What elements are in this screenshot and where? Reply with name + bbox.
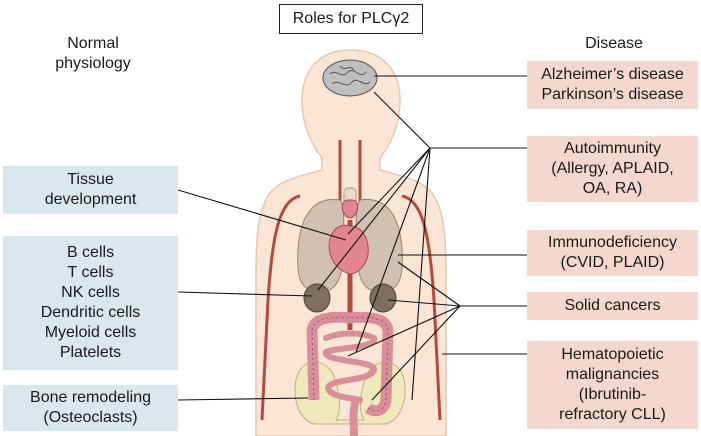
brain <box>322 59 378 97</box>
autoimmunity-box: Autoimmunity (Allergy, APLAID, OA, RA) <box>527 136 698 202</box>
left-kidney <box>303 283 331 313</box>
right-arm-vessel <box>401 194 442 421</box>
right-kidney <box>369 283 397 313</box>
fan-auto-joint <box>411 147 431 401</box>
connector-immune-cells <box>177 291 313 297</box>
box-line: (CVID, PLAID) <box>560 254 665 271</box>
large-intestine <box>306 311 394 417</box>
fan-solid-kidney <box>387 299 461 307</box>
heading-line: Normal <box>67 35 119 52</box>
immune-cells-box: B cells T cells NK cells Dendritic cells… <box>3 236 178 370</box>
box-line: Platelets <box>59 344 122 361</box>
fan-neuro <box>373 91 431 149</box>
box-line: B cells <box>66 244 115 261</box>
fan-auto-kidney <box>317 147 431 291</box>
box-line: Immunodeficiency <box>548 234 677 251</box>
fan-auto-gut <box>355 147 431 353</box>
box-line: Alzheimer’s disease <box>541 66 684 83</box>
box-line: Parkinson’s disease <box>541 86 684 103</box>
heading-line: Disease <box>585 35 643 52</box>
box-line: Hematopoietic <box>561 346 664 363</box>
box-line: OA, RA) <box>582 180 643 197</box>
fan-solid-colon <box>371 305 461 401</box>
bone-remodeling-box: Bone remodeling (Osteoclasts) <box>3 385 178 431</box>
box-line: development <box>44 191 137 208</box>
small-intestine <box>323 330 377 403</box>
connector-bone-remodeling <box>177 397 309 401</box>
immunodeficiency-box: Immunodeficiency (CVID, PLAID) <box>527 230 698 276</box>
figure-title: Roles for PLCγ2 <box>279 4 423 34</box>
left-arm-vessel <box>260 194 301 421</box>
rectum <box>349 398 360 436</box>
box-line: NK cells <box>61 284 120 301</box>
fan-solid-lung <box>397 261 461 307</box>
tissue-development-box: Tissue development <box>3 166 178 214</box>
box-line: Solid cancers <box>564 297 661 314</box>
box-line: (Allergy, APLAID, <box>551 160 674 177</box>
heart-top <box>341 199 359 219</box>
disease-heading: Disease <box>564 34 664 54</box>
box-line: (Osteoclasts) <box>43 409 138 426</box>
heading-line: physiology <box>55 55 131 72</box>
box-line: Autoimmunity <box>564 140 661 157</box>
solid-cancers-box: Solid cancers <box>527 292 698 320</box>
box-line: Myeloid cells <box>44 324 137 341</box>
box-line: malignancies <box>565 366 660 383</box>
connector-tissue-development <box>177 189 347 241</box>
neurodegeneration-box: Alzheimer’s disease Parkinson’s disease <box>527 61 698 109</box>
normal-physiology-heading: Normal physiology <box>38 34 148 74</box>
fan-auto-heart <box>347 147 431 235</box>
box-line: Tissue <box>67 171 114 188</box>
hematopoietic-malignancies-box: Hematopoietic malignancies (Ibrutinib- r… <box>527 341 698 429</box>
box-line: Dendritic cells <box>40 304 141 321</box>
box-line: (Ibrutinib- <box>578 386 647 403</box>
box-line: Bone remodeling <box>30 389 151 406</box>
brain-folds <box>329 65 371 86</box>
fan-solid-gut <box>347 305 461 357</box>
box-line: refractory CLL) <box>559 406 666 423</box>
box-line: T cells <box>67 264 114 281</box>
